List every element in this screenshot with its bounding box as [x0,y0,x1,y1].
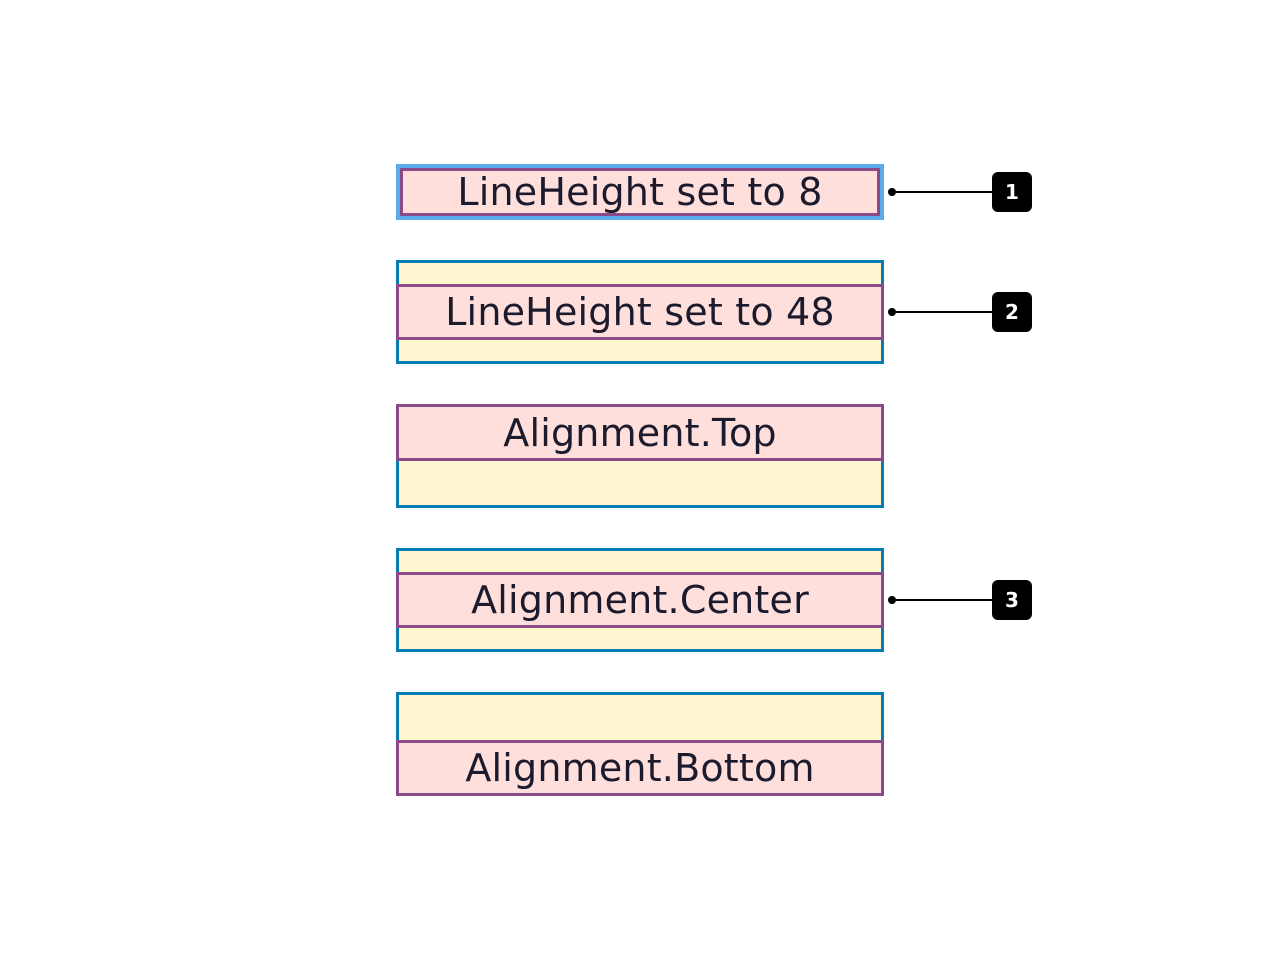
line-height-48-text-box: LineHeight set to 48 [396,284,884,340]
callout-1: 1 [888,172,1032,212]
callout-3-badge: 3 [992,580,1032,620]
alignment-top-label: Alignment.Top [503,410,777,455]
callout-2-badge: 2 [992,292,1032,332]
alignment-top-text-box: Alignment.Top [396,404,884,461]
alignment-center-text-box: Alignment.Center [396,572,884,628]
line-height-8-container: LineHeight set to 8 [396,164,884,220]
callout-2: 2 [888,292,1032,332]
alignment-top-container: Alignment.Top [396,404,884,508]
callout-1-badge: 1 [992,172,1032,212]
alignment-bottom-text-box: Alignment.Bottom [396,740,884,796]
callout-3: 3 [888,580,1032,620]
callout-3-line [892,599,998,601]
line-height-8-label: LineHeight set to 8 [457,170,823,214]
alignment-center-label: Alignment.Center [471,578,809,622]
line-height-48-label: LineHeight set to 48 [445,290,835,334]
callout-2-line [892,311,998,313]
alignment-bottom-label: Alignment.Bottom [465,746,815,790]
alignment-center-container: Alignment.Center [396,548,884,652]
line-height-48-container: LineHeight set to 48 [396,260,884,364]
line-height-8-text-box: LineHeight set to 8 [400,168,880,216]
alignment-bottom-container: Alignment.Bottom [396,692,884,796]
callout-1-line [892,191,998,193]
